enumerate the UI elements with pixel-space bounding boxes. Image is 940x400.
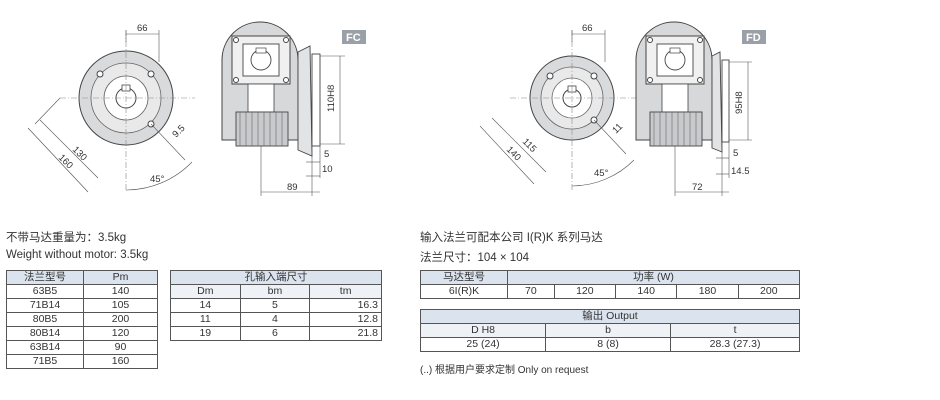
flange-cell: 105: [83, 298, 158, 313]
hole-cell: 4: [239, 312, 311, 327]
output-table-title: 输出 Output: [420, 309, 800, 324]
flange-cell: 120: [83, 326, 158, 341]
output-cell: 28.3 (27.3): [670, 337, 800, 352]
fd-dim-14-5: 14.5: [731, 166, 750, 177]
fd-dim-45: 45°: [594, 168, 609, 179]
fd-dim-140: 140: [504, 144, 523, 163]
fd-dim-115: 115: [520, 136, 538, 154]
motor-power: 120: [553, 284, 617, 299]
flange-cell: 80B14: [6, 326, 84, 341]
fc-dim-10: 10: [322, 164, 333, 175]
output-table: 输出 Output D H8 b t 25 (24) 8 (8) 28.3 (2…: [419, 309, 800, 352]
fd-badge-bg: [742, 30, 766, 44]
fd-dim-95h8: 95H8: [734, 91, 745, 114]
table-row: 25 (24) 8 (8) 28.3 (27.3): [419, 337, 800, 352]
motor-power: 180: [676, 284, 739, 299]
fc-dim-5: 5: [324, 149, 329, 160]
fc-dim-160: 160: [56, 152, 75, 171]
motor-header-power: 功率 (W): [507, 270, 800, 285]
fc-badge: FC: [346, 32, 361, 44]
fc-badge-bg: [342, 30, 366, 44]
flange-cell: 140: [83, 284, 158, 299]
table-row: 6I(R)K 70 120 140 180 200: [420, 284, 801, 299]
output-cell: 25 (24): [419, 337, 547, 352]
flange-cell: 90: [83, 340, 158, 355]
fd-dim-5: 5: [733, 148, 738, 159]
hole-cell: 19: [170, 326, 241, 341]
hole-cell: 5: [239, 298, 311, 313]
fd-dim-11: 11: [610, 121, 625, 136]
output-cell: 8 (8): [545, 337, 672, 352]
fd-dim-72: 72: [692, 182, 703, 193]
fd-front-view: 66 115 140 11 45°: [479, 23, 640, 190]
flange-header-model: 法兰型号: [6, 270, 84, 285]
request-note: (..) 根据用户要求定制 Only on request: [420, 365, 589, 376]
motor-header-model: 马达型号: [420, 270, 508, 285]
output-header-d: D H8: [419, 323, 547, 338]
hole-cell: 16.3: [309, 298, 382, 313]
hole-header-bm: bm: [239, 284, 311, 299]
flange-cell: 63B14: [6, 340, 84, 355]
hole-cell: 6: [239, 326, 311, 341]
fc-dim-66: 66: [137, 23, 148, 34]
fc-front-view: 66 130 160 9.5 45°: [27, 23, 195, 193]
drawing-fd: 66 115 140 11 45° 95H8: [479, 21, 766, 196]
hole-cell: 12.8: [309, 312, 382, 327]
weight-en: Weight without motor: 3.5kg: [6, 249, 149, 261]
output-header-t: t: [670, 323, 800, 338]
hole-table-title: 孔输入端尺寸: [170, 270, 382, 285]
compat-text: 输入法兰可配本公司 I(R)K 系列马达: [420, 232, 603, 244]
motor-model: 6I(R)K: [420, 284, 508, 299]
flange-cell: 71B5: [6, 354, 84, 369]
flange-cell: 160: [83, 354, 158, 369]
fd-dim-66: 66: [582, 23, 593, 34]
fc-dim-89: 89: [287, 182, 298, 193]
flange-cell: 63B5: [6, 284, 84, 299]
motor-power: 200: [737, 284, 801, 299]
flange-cell: 80B5: [6, 312, 84, 327]
motor-table: 马达型号 功率 (W) 6I(R)K 70 120 140 180 200: [420, 270, 801, 299]
fc-dim-45: 45°: [150, 174, 165, 185]
hole-header-dm: Dm: [170, 284, 241, 299]
fc-dim-9-5: 9.5: [170, 123, 187, 140]
flange-header-pm: Pm: [83, 270, 158, 285]
motor-power: 140: [615, 284, 678, 299]
hole-cell: 21.8: [309, 326, 382, 341]
fc-dim-110h8: 110H8: [326, 85, 337, 112]
motor-power: 70: [507, 284, 555, 299]
flange-size: 法兰尺寸：104 × 104: [420, 252, 529, 264]
flange-cell: 200: [83, 312, 158, 327]
fd-badge: FD: [746, 32, 761, 44]
weight-cn: 不带马达重量为：3.5kg: [6, 232, 127, 244]
hole-cell: 14: [170, 298, 241, 313]
output-header-b: b: [545, 323, 672, 338]
flange-cell: 71B14: [6, 298, 84, 313]
fc-side-view: 110H8 5 10 89: [221, 21, 345, 196]
hole-header-tm: tm: [309, 284, 382, 299]
drawing-fc: 66 130 160 9.5 45°: [27, 21, 366, 196]
hole-cell: 11: [170, 312, 241, 327]
fd-side-view: 95H8 5 14.5 72: [635, 21, 752, 196]
